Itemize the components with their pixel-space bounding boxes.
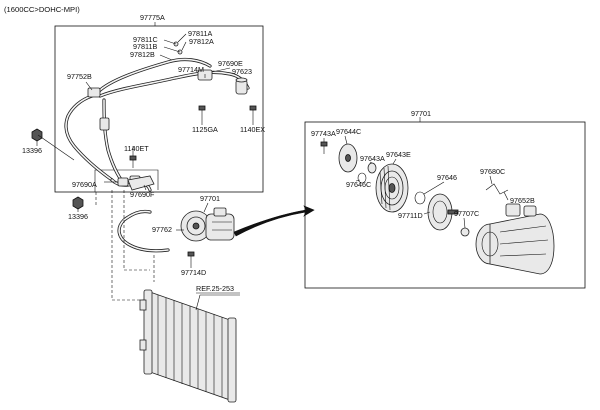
label-97623: 97623	[232, 67, 252, 76]
washer-97707C	[460, 227, 470, 237]
suction-pipe	[117, 209, 170, 253]
pulley-97643E	[375, 163, 409, 213]
label-reference: REF.25-253	[196, 284, 234, 293]
detail-pointer-arrow	[233, 205, 315, 237]
hose-assembly-frame	[54, 25, 264, 193]
label-97714M: 97714M	[178, 65, 204, 74]
snap-ring-97646	[414, 191, 426, 205]
label-97812A: 97812A	[189, 37, 214, 46]
hose-fittings	[87, 41, 213, 187]
label-97707C: 97707C	[454, 209, 479, 218]
snap-ring-97646C	[357, 172, 367, 184]
compressor-body	[475, 203, 555, 275]
label-97646C: 97646C	[346, 180, 371, 189]
label-97643E: 97643E	[386, 150, 411, 159]
bolt-13396-upper	[31, 128, 43, 142]
label-97652B: 97652B	[510, 196, 535, 205]
label-97812B: 97812B	[130, 50, 155, 59]
label-97701-main: 97701	[200, 194, 220, 203]
label-97811A: 97811A	[188, 29, 212, 38]
bolt-1140ET	[129, 155, 137, 168]
label-13396-upper: 13396	[22, 146, 42, 155]
label-1125GA: 1125GA	[192, 125, 218, 134]
compressor-small	[180, 207, 235, 242]
compressor-detail-frame	[304, 121, 586, 289]
label-13396-lower: 13396	[68, 212, 88, 221]
condenser	[139, 289, 240, 403]
label-97752B: 97752B	[67, 72, 92, 81]
clip-97652B	[485, 183, 509, 195]
bolt-1140EX	[249, 105, 257, 120]
engine-spec-label: (1600CC>DOHC-MPI)	[4, 5, 80, 14]
label-1140EX: 1140EX	[240, 125, 265, 134]
frame-extension	[94, 169, 159, 192]
front-plate-97644C	[338, 143, 358, 173]
bolt-97743A	[320, 141, 328, 154]
label-97646: 97646	[437, 173, 457, 182]
bolt-97714D	[187, 251, 195, 264]
label-97643A: 97643A	[360, 154, 385, 163]
bolt-13396-lower	[72, 196, 84, 210]
label-97775A: 97775A	[140, 13, 165, 22]
label-97811B: 97811B	[133, 42, 157, 51]
label-97711D: 97711D	[398, 211, 423, 220]
label-97680C: 97680C	[480, 167, 505, 176]
label-97743A: 97743A	[311, 129, 336, 138]
discharge-hose-assembly	[64, 57, 250, 192]
label-97701-detail: 97701	[411, 109, 431, 118]
label-97762: 97762	[152, 225, 172, 234]
bolt-1125GA	[198, 105, 206, 120]
label-97714D: 97714D	[181, 268, 206, 277]
label-leaders	[36, 33, 509, 268]
shim-97643A	[367, 162, 377, 174]
bracket-97690F	[127, 175, 155, 191]
label-97644C: 97644C	[336, 127, 361, 136]
receiver-drier	[235, 77, 248, 95]
label-97690F: 97690F	[130, 190, 155, 199]
label-97690E: 97690E	[218, 59, 243, 68]
label-97690A: 97690A	[72, 180, 97, 189]
guide-lines	[95, 190, 155, 301]
field-coil-97711D	[427, 193, 459, 231]
label-97811C: 97811C	[133, 35, 158, 44]
label-1140ET: 1140ET	[124, 144, 149, 153]
